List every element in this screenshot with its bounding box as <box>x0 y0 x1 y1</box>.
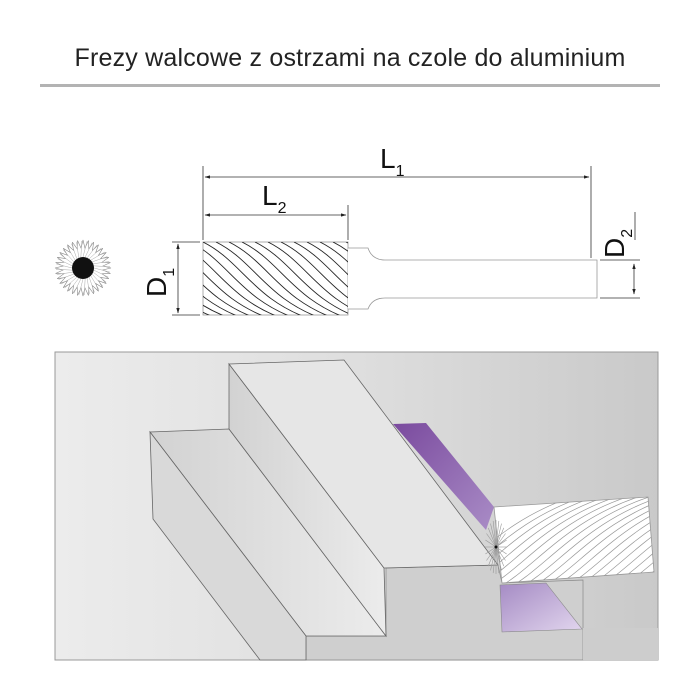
flute-line <box>319 242 348 263</box>
flute-line <box>293 242 348 288</box>
flute-line <box>203 304 224 315</box>
machining-illustration <box>54 351 700 661</box>
rosette-center <box>72 257 94 279</box>
tool-flute-line <box>494 497 645 583</box>
tool-flute-line <box>494 497 612 583</box>
flute-line <box>267 242 348 307</box>
flute-line <box>203 284 250 315</box>
title-underline <box>40 84 660 87</box>
flute-line <box>306 242 348 276</box>
dimension-L1 <box>202 166 592 258</box>
cutter-tool <box>485 495 700 590</box>
flute-line <box>215 242 315 315</box>
tool-flute-line <box>494 497 601 583</box>
tool-flute-line <box>494 497 579 583</box>
flute-line <box>203 295 237 315</box>
tool-flute-line <box>494 497 590 583</box>
flute-line <box>254 242 348 314</box>
flute-line <box>203 249 289 315</box>
flute-line <box>203 311 211 315</box>
flute-line <box>241 242 341 315</box>
dimension-D2 <box>600 212 640 299</box>
label-D2: D2 <box>599 229 636 258</box>
flute-line <box>228 242 328 315</box>
label-L2: L2 <box>262 180 287 217</box>
label-L1: L1 <box>380 143 405 180</box>
tool-flute-line <box>504 497 654 583</box>
machined-surface-lower <box>499 582 583 633</box>
label-D1: D1 <box>141 268 178 297</box>
cutter-end-view <box>54 239 112 297</box>
dimension-L2 <box>204 205 349 240</box>
cutter-side-view <box>202 241 598 316</box>
tool-flute-line <box>494 497 623 583</box>
flute-line <box>332 242 348 252</box>
page-title: Frezy walcowe z ostrzami na czole do alu… <box>74 44 626 72</box>
tool-center <box>494 545 498 549</box>
flute-line <box>280 242 348 299</box>
flute-line <box>203 271 263 315</box>
dimension-D1 <box>172 241 200 316</box>
machined-surface-upper <box>393 423 494 530</box>
flute-line <box>203 242 302 315</box>
tool-flute-line <box>659 495 700 590</box>
flute-line <box>203 259 276 315</box>
